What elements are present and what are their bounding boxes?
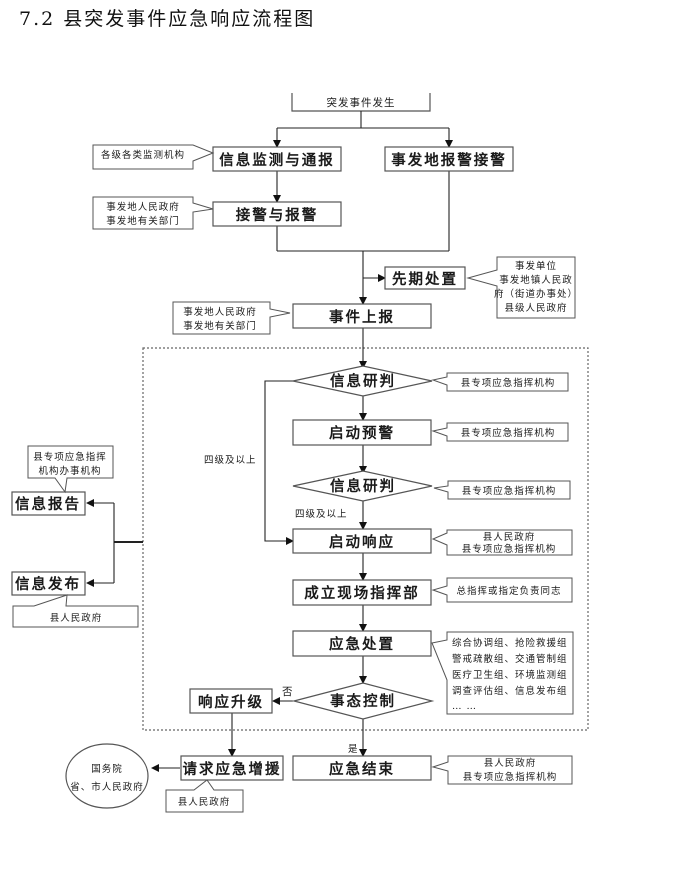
callout-early-line3: 府（街道办事处） [494,288,578,300]
node-request-label: 请求应急增援 [183,760,282,778]
node-judge1-label: 信息研判 [330,372,396,390]
node-request [180,755,284,781]
node-monitor-label: 信息监测与通报 [219,151,335,169]
node-info-release [11,571,86,596]
node-control-label: 事态控制 [330,692,396,710]
node-monitor [212,146,342,172]
callout-disposal-line1: 综合协调组、抢险救援组 [452,637,568,649]
callout-request-text: 县人民政府 [178,796,231,808]
callout-end [431,755,573,785]
callout-end-line1: 县人民政府 [484,757,537,769]
callout-disposal-line2: 警戒疏散组、交通管制组 [452,653,568,665]
node-upgrade [189,688,273,714]
callout-early-line4: 县级人民政府 [504,302,567,314]
node-response [292,528,432,554]
callout-request [165,779,244,813]
node-warning-label: 启动预警 [329,424,395,442]
callout-receive-line2: 事发地有关部门 [106,215,180,227]
callout-info-report-line2: 机构办事机构 [38,465,101,477]
callout-disposal-line5: … … [452,701,477,712]
node-control [291,682,435,720]
node-response-label: 启动响应 [329,533,395,551]
callout-info-report [27,445,114,494]
node-end-label: 应急结束 [329,760,395,778]
callout-judge2-text: 县专项应急指挥机构 [462,485,557,497]
callout-early-line2: 事发地镇人民政 [499,274,573,286]
label-level-left: 四级及以上 [204,454,257,466]
node-upgrade-label: 响应升级 [198,693,264,711]
node-command-label: 成立现场指挥部 [304,584,420,602]
node-info-report-label: 信息报告 [15,495,81,513]
callout-command [431,577,573,603]
callout-judge1-text: 县专项应急指挥机构 [461,377,556,389]
node-judge1 [292,365,433,397]
node-judge2 [292,470,433,502]
node-event-report [292,303,432,329]
node-national-line2: 省、市人民政府 [70,781,144,793]
node-disposal-label: 应急处置 [329,635,395,653]
callout-receive [92,196,214,230]
node-warning [292,419,432,446]
callout-disposal-line4: 调查评估组、信息发布组 [452,685,568,697]
callout-warning [431,422,569,442]
node-report-local [384,146,514,172]
callout-event-report [172,301,291,335]
node-command [292,579,432,606]
callout-info-release [12,594,139,628]
node-event-report-label: 事件上报 [329,308,395,326]
callout-info-report-line1: 县专项应急指挥 [33,451,107,463]
callout-monitor [92,144,215,170]
node-report-local-label: 事发地报警接警 [391,151,507,169]
node-receive-label: 接警与报警 [236,206,319,224]
node-national [65,743,149,809]
callout-early [466,256,576,319]
node-info-report [11,491,86,516]
response-phase-frame [142,347,589,731]
callout-response [431,529,573,556]
callout-response-line2: 县专项应急指挥机构 [462,543,557,555]
callout-event-report-line2: 事发地有关部门 [183,320,257,332]
callout-end-line2: 县专项应急指挥机构 [463,771,558,783]
callout-judge2 [433,480,571,500]
node-national-line1: 国务院 [91,763,123,775]
callout-monitor-text: 各级各类监测机构 [101,149,185,161]
node-early-disposal-label: 先期处置 [392,270,458,288]
node-early-disposal [384,266,466,290]
node-disposal [292,630,432,657]
page-title: 7.2 县突发事件应急响应流程图 [19,8,316,30]
callout-receive-line1: 事发地人民政府 [106,201,180,213]
callout-command-text: 总指挥或指定负责同志 [456,585,561,597]
node-judge2-label: 信息研判 [330,477,396,495]
node-receive [212,201,342,227]
label-no: 否 [282,686,294,698]
node-end [292,755,432,781]
node-info-release-label: 信息发布 [15,575,81,593]
callout-disposal [431,631,574,715]
callout-disposal-line3: 医疗卫生组、环境监测组 [452,669,568,681]
callout-info-release-text: 县人民政府 [50,612,103,624]
label-yes: 是 [348,744,359,755]
callout-response-line1: 县人民政府 [483,531,536,543]
callout-early-line1: 事发单位 [515,260,557,272]
callout-event-report-line1: 事发地人民政府 [183,306,257,318]
label-level-mid: 四级及以上 [295,508,348,520]
node-start-label: 突发事件发生 [327,96,396,109]
callout-judge1 [431,372,569,392]
callout-warning-text: 县专项应急指挥机构 [461,427,556,439]
